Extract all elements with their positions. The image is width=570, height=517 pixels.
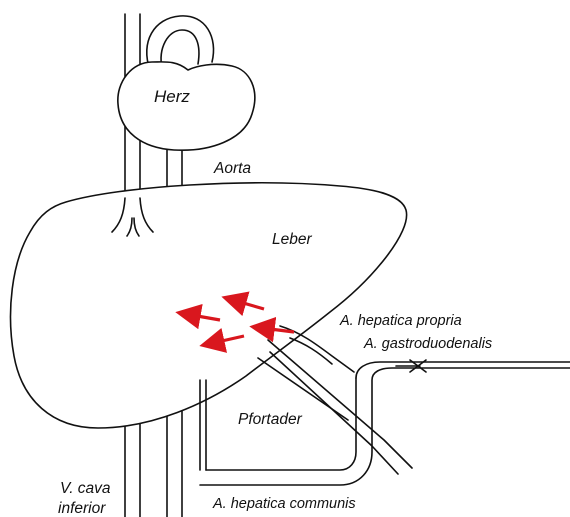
liver-outline	[11, 183, 407, 428]
label-v-cava-line1: V. cava	[60, 480, 111, 497]
heart-shape	[118, 62, 255, 150]
label-v-cava-line2: inferior	[58, 500, 106, 517]
label-leber: Leber	[272, 231, 312, 248]
label-a-hepatica-communis: A. hepatica communis	[212, 496, 356, 512]
label-a-gastroduodenalis: A. gastroduodenalis	[363, 336, 492, 352]
label-pfortader: Pfortader	[238, 411, 303, 428]
label-a-hepatica-propria: A. hepatica propria	[339, 313, 462, 329]
label-herz: Herz	[154, 87, 190, 106]
label-aorta: Aorta	[213, 160, 251, 177]
